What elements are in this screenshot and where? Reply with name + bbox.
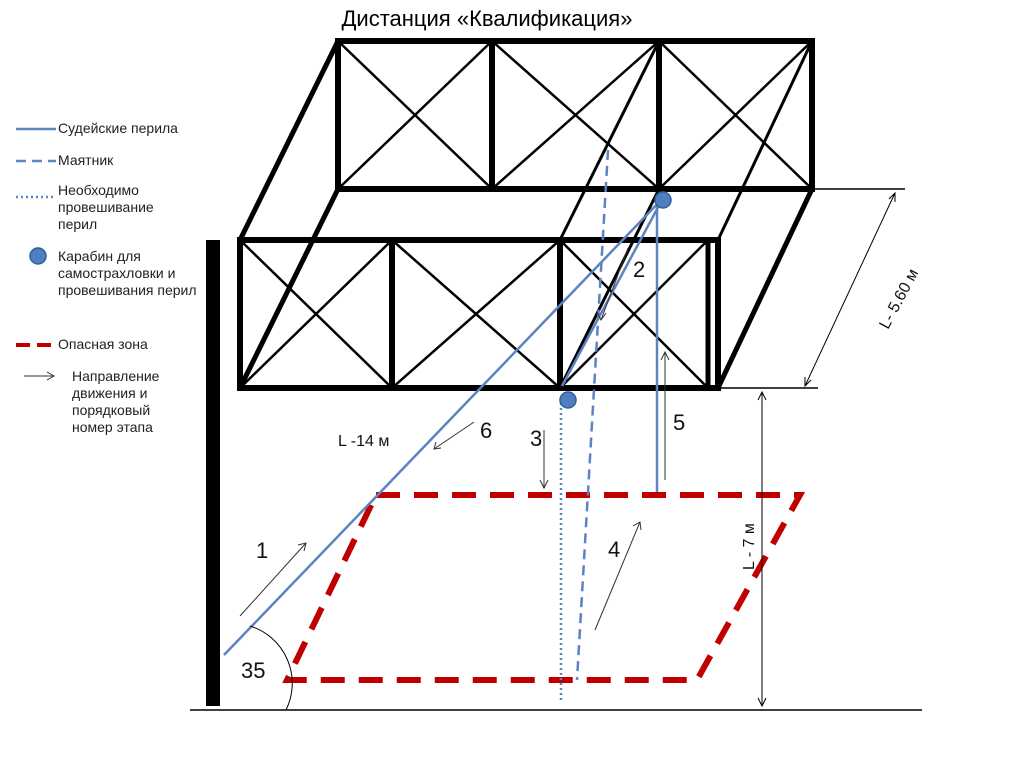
solid-line-icon	[16, 127, 56, 131]
carabiner-icon	[559, 391, 577, 409]
angle-arc	[249, 625, 293, 711]
frame-front-panel	[237, 237, 721, 391]
dotted-line-icon	[16, 195, 56, 199]
height-top-label: L- 5.60 м	[877, 266, 923, 332]
arrow-right-icon	[24, 371, 56, 381]
rope-length-label: L -14 м	[338, 433, 389, 450]
pendulum-rope	[575, 149, 610, 681]
stage-6-label: 6	[480, 418, 492, 443]
carabiner-icon	[654, 191, 672, 209]
carabiner-circle-icon	[29, 247, 47, 265]
stage-3-label: 3	[530, 426, 542, 451]
stage-1-label: 1	[256, 538, 268, 563]
diagram-title: Дистанция «Квалификация»	[341, 6, 633, 31]
red-dashed-line-icon	[16, 343, 56, 347]
dimension-lines	[757, 191, 896, 708]
danger-zone	[282, 492, 806, 683]
ropes	[223, 149, 665, 700]
height-bottom-label: L - 7 м	[741, 523, 758, 570]
judge-rope-main	[223, 197, 664, 656]
wall-post	[206, 240, 220, 706]
frame-structure	[237, 38, 905, 391]
stage-4-label: 4	[608, 537, 620, 562]
angle-label: 35	[241, 658, 265, 683]
stage-5-label: 5	[673, 410, 685, 435]
direction-arrows	[239, 247, 670, 631]
stage-2-label: 2	[633, 257, 645, 282]
judge-rope-short	[560, 197, 665, 387]
dashed-line-icon	[16, 159, 56, 163]
